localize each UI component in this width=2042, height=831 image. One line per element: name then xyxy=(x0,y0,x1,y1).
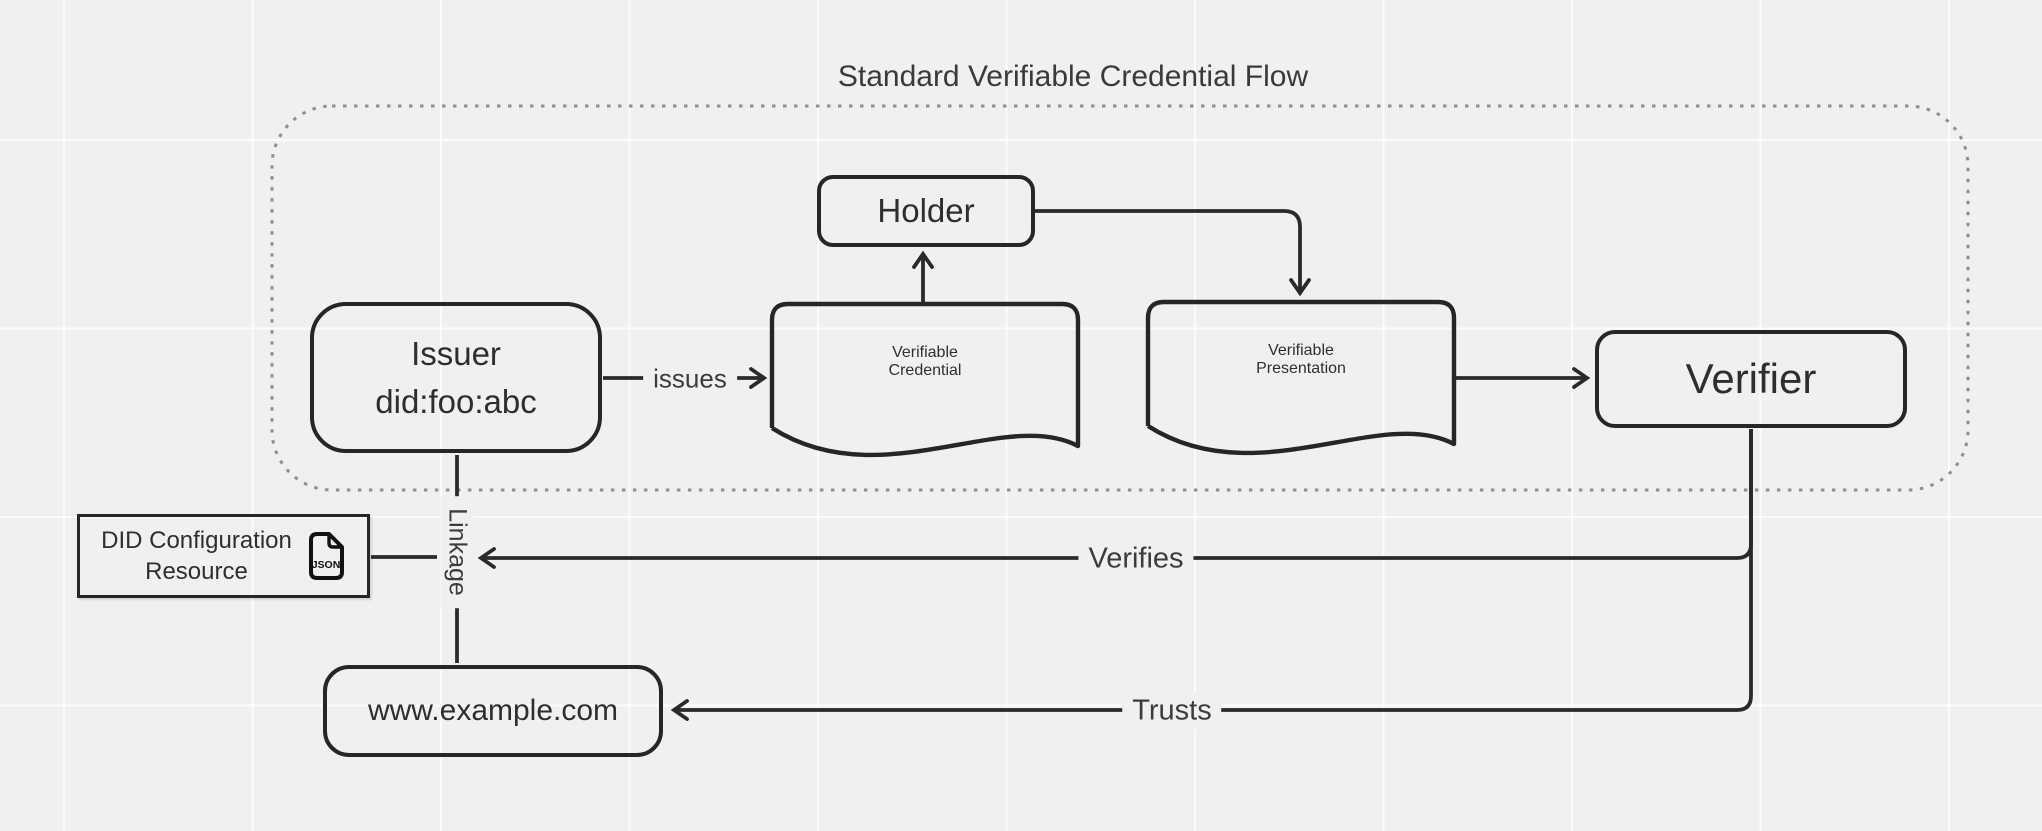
json-file-icon: JSON xyxy=(308,532,344,580)
verifiable-credential-shape xyxy=(769,301,1081,458)
verifiable-presentation-node[interactable]: Verifiable Presentation xyxy=(1146,300,1456,420)
verifiable-presentation-shape xyxy=(1145,299,1457,456)
edge-label-issues: issues xyxy=(643,361,737,397)
edge-label-trusts: Trusts xyxy=(1122,692,1222,730)
flow-group-title: Standard Verifiable Credential Flow xyxy=(837,60,1309,93)
website-label: www.example.com xyxy=(367,694,619,727)
edge-verifies-line xyxy=(477,429,1753,569)
verifier-label: Verifier xyxy=(1685,355,1817,402)
verifiable-credential-label-line1: Verifiable xyxy=(892,344,958,361)
edge-trusts-line xyxy=(670,429,1753,721)
verifiable-credential-node[interactable]: Verifiable Credential xyxy=(770,302,1080,422)
issuer-label: Issuer xyxy=(411,334,501,372)
issuer-did-label: did:foo:abc xyxy=(375,382,537,420)
did-configuration-resource-node[interactable]: DID Configuration Resource JSON xyxy=(77,514,370,598)
flow-group-border xyxy=(270,104,1970,492)
verifiable-credential-label-line2: Credential xyxy=(888,362,962,379)
edge-label-linkage: Linkage xyxy=(440,496,474,608)
json-icon-label: JSON xyxy=(312,559,341,571)
edge-label-verifies: Verifies xyxy=(1078,540,1194,578)
edge-holder-to-presentation-line xyxy=(1035,209,1311,297)
did-configuration-label-line2: Resource xyxy=(145,558,248,585)
verifiable-presentation-label-line1: Verifiable xyxy=(1268,342,1334,359)
website-node[interactable]: www.example.com xyxy=(323,665,663,757)
holder-label: Holder xyxy=(877,192,975,229)
holder-node[interactable]: Holder xyxy=(817,175,1035,247)
did-configuration-label-line1: DID Configuration xyxy=(101,527,292,554)
issuer-node[interactable]: Issuer did:foo:abc xyxy=(310,302,602,453)
verifiable-presentation-label-line2: Presentation xyxy=(1256,360,1346,377)
verifier-node[interactable]: Verifier xyxy=(1595,330,1907,428)
